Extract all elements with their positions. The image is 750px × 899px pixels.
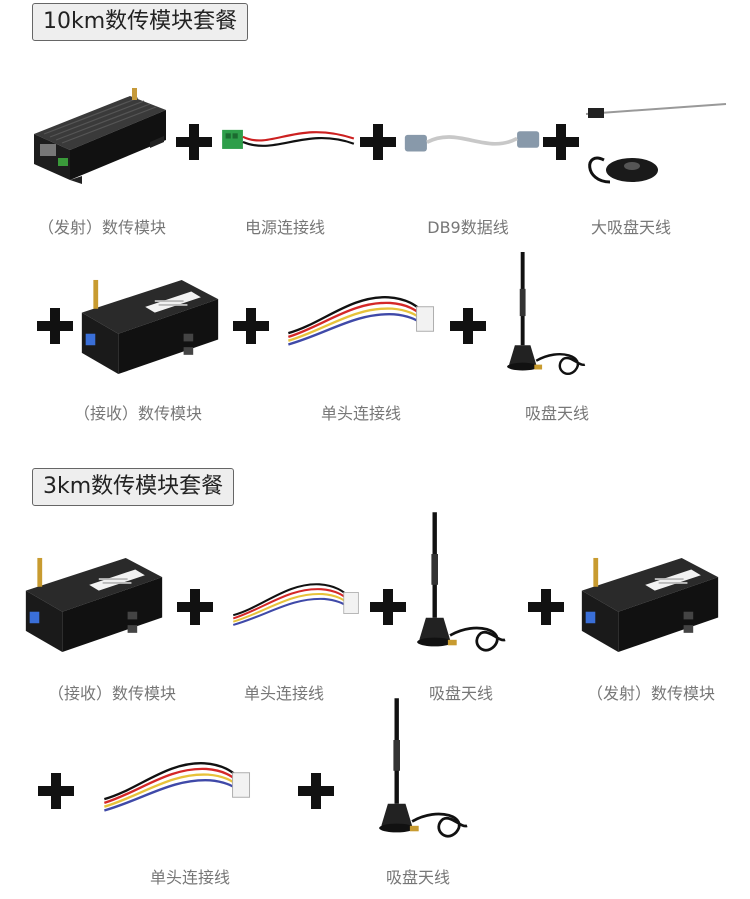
plus-icon: [450, 308, 486, 344]
single-head-cable-image: [98, 752, 254, 818]
caption-db9-cable: DB9数据线: [427, 218, 509, 237]
receive-module-image: [78, 274, 222, 380]
caption-single-head-cable: 单头连接线: [149, 868, 231, 887]
caption-single-head-cable: 单头连接线: [243, 684, 325, 703]
caption-receive-module: （接收）数传模块: [73, 404, 203, 423]
caption-power-cable: 电源连接线: [244, 218, 326, 237]
suction-antenna-image: [410, 510, 510, 664]
plus-icon: [176, 124, 212, 160]
caption-transmit-module: （发射）数传模块: [586, 684, 716, 703]
caption-single-head-cable: 单头连接线: [320, 404, 402, 423]
plus-icon: [298, 773, 334, 809]
plus-icon: [177, 589, 213, 625]
caption-suction-antenna: 吸盘天线: [524, 404, 590, 423]
single-head-cable-image: [230, 574, 360, 632]
plus-icon: [543, 124, 579, 160]
db9-cable-image: [402, 122, 542, 168]
plus-icon: [360, 124, 396, 160]
plus-icon: [38, 773, 74, 809]
caption-big-antenna: 大吸盘天线: [590, 218, 672, 237]
transmit-module-image: [30, 88, 170, 188]
transmit-module-image: [578, 552, 722, 658]
receive-module-image: [22, 552, 166, 658]
plus-icon: [370, 589, 406, 625]
caption-transmit-module: （发射）数传模块: [37, 218, 167, 237]
suction-antenna-image: [372, 696, 472, 850]
plus-icon: [37, 308, 73, 344]
caption-suction-antenna: 吸盘天线: [385, 868, 451, 887]
package-3km-title: 3km数传模块套餐: [32, 468, 235, 506]
caption-suction-antenna: 吸盘天线: [428, 684, 494, 703]
single-head-cable-image: [282, 286, 438, 352]
big-suction-antenna-image: [580, 100, 730, 190]
power-cable-image: [218, 116, 358, 168]
suction-antenna-image: [500, 250, 590, 386]
package-10km-title: 10km数传模块套餐: [32, 3, 249, 41]
plus-icon: [233, 308, 269, 344]
caption-receive-module: （接收）数传模块: [47, 684, 177, 703]
plus-icon: [528, 589, 564, 625]
